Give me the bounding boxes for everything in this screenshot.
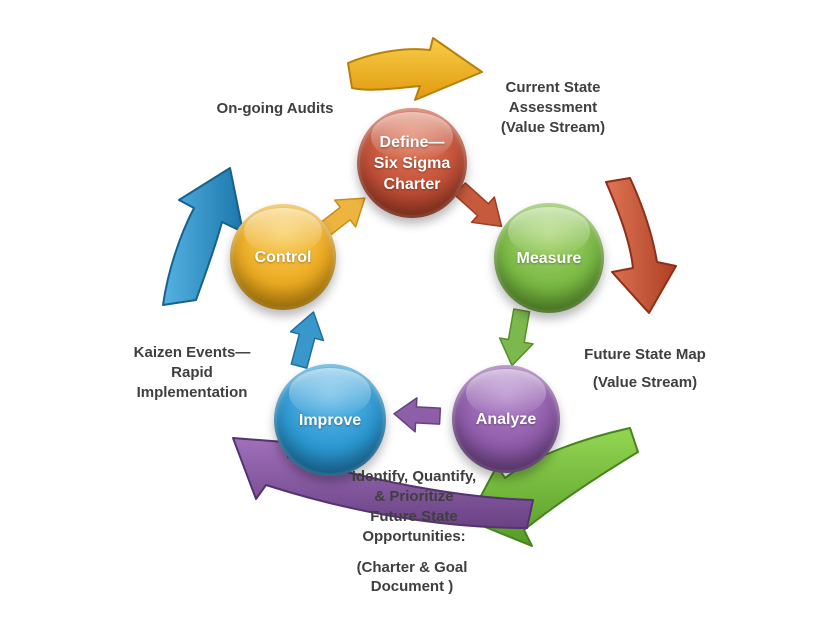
circle-control-label: Control bbox=[254, 248, 312, 266]
circle-measure: Measure bbox=[494, 203, 604, 313]
note-kaizen-events: Kaizen Events— Rapid Implementation bbox=[133, 344, 251, 401]
connector-define-to-measure bbox=[453, 182, 503, 228]
note-current-state: Current State Assessment (Value Stream) bbox=[500, 79, 606, 136]
circle-improve: Improve bbox=[274, 364, 386, 476]
circle-analyze-label: Analyze bbox=[475, 410, 537, 428]
note-charter-goal: (Charter & Goal Document ) bbox=[356, 559, 468, 595]
connector-improve-to-control bbox=[289, 311, 325, 369]
top-yellow-arrow bbox=[347, 37, 483, 101]
circle-improve-label: Improve bbox=[298, 411, 362, 429]
circle-measure-label: Measure bbox=[516, 249, 582, 267]
circle-analyze: Analyze bbox=[452, 365, 560, 473]
connector-measure-to-analyze bbox=[498, 308, 534, 367]
circle-control: Control bbox=[230, 204, 336, 310]
note-ongoing-audits: On-going Audits bbox=[216, 100, 334, 117]
bottom-left-purple-arrow bbox=[232, 437, 534, 529]
left-blue-arrow bbox=[162, 167, 244, 306]
connector-analyze-to-improve bbox=[393, 397, 442, 433]
circle-define-label: Define— Six Sigma Charter bbox=[373, 133, 451, 193]
note-identify-quantify: Identify, Quantify, & Prioritize Future … bbox=[351, 468, 477, 545]
circle-define: Define— Six Sigma Charter bbox=[357, 108, 467, 218]
right-red-arrow bbox=[605, 177, 677, 314]
note-future-state: Future State Map (Value Stream) bbox=[584, 346, 706, 391]
